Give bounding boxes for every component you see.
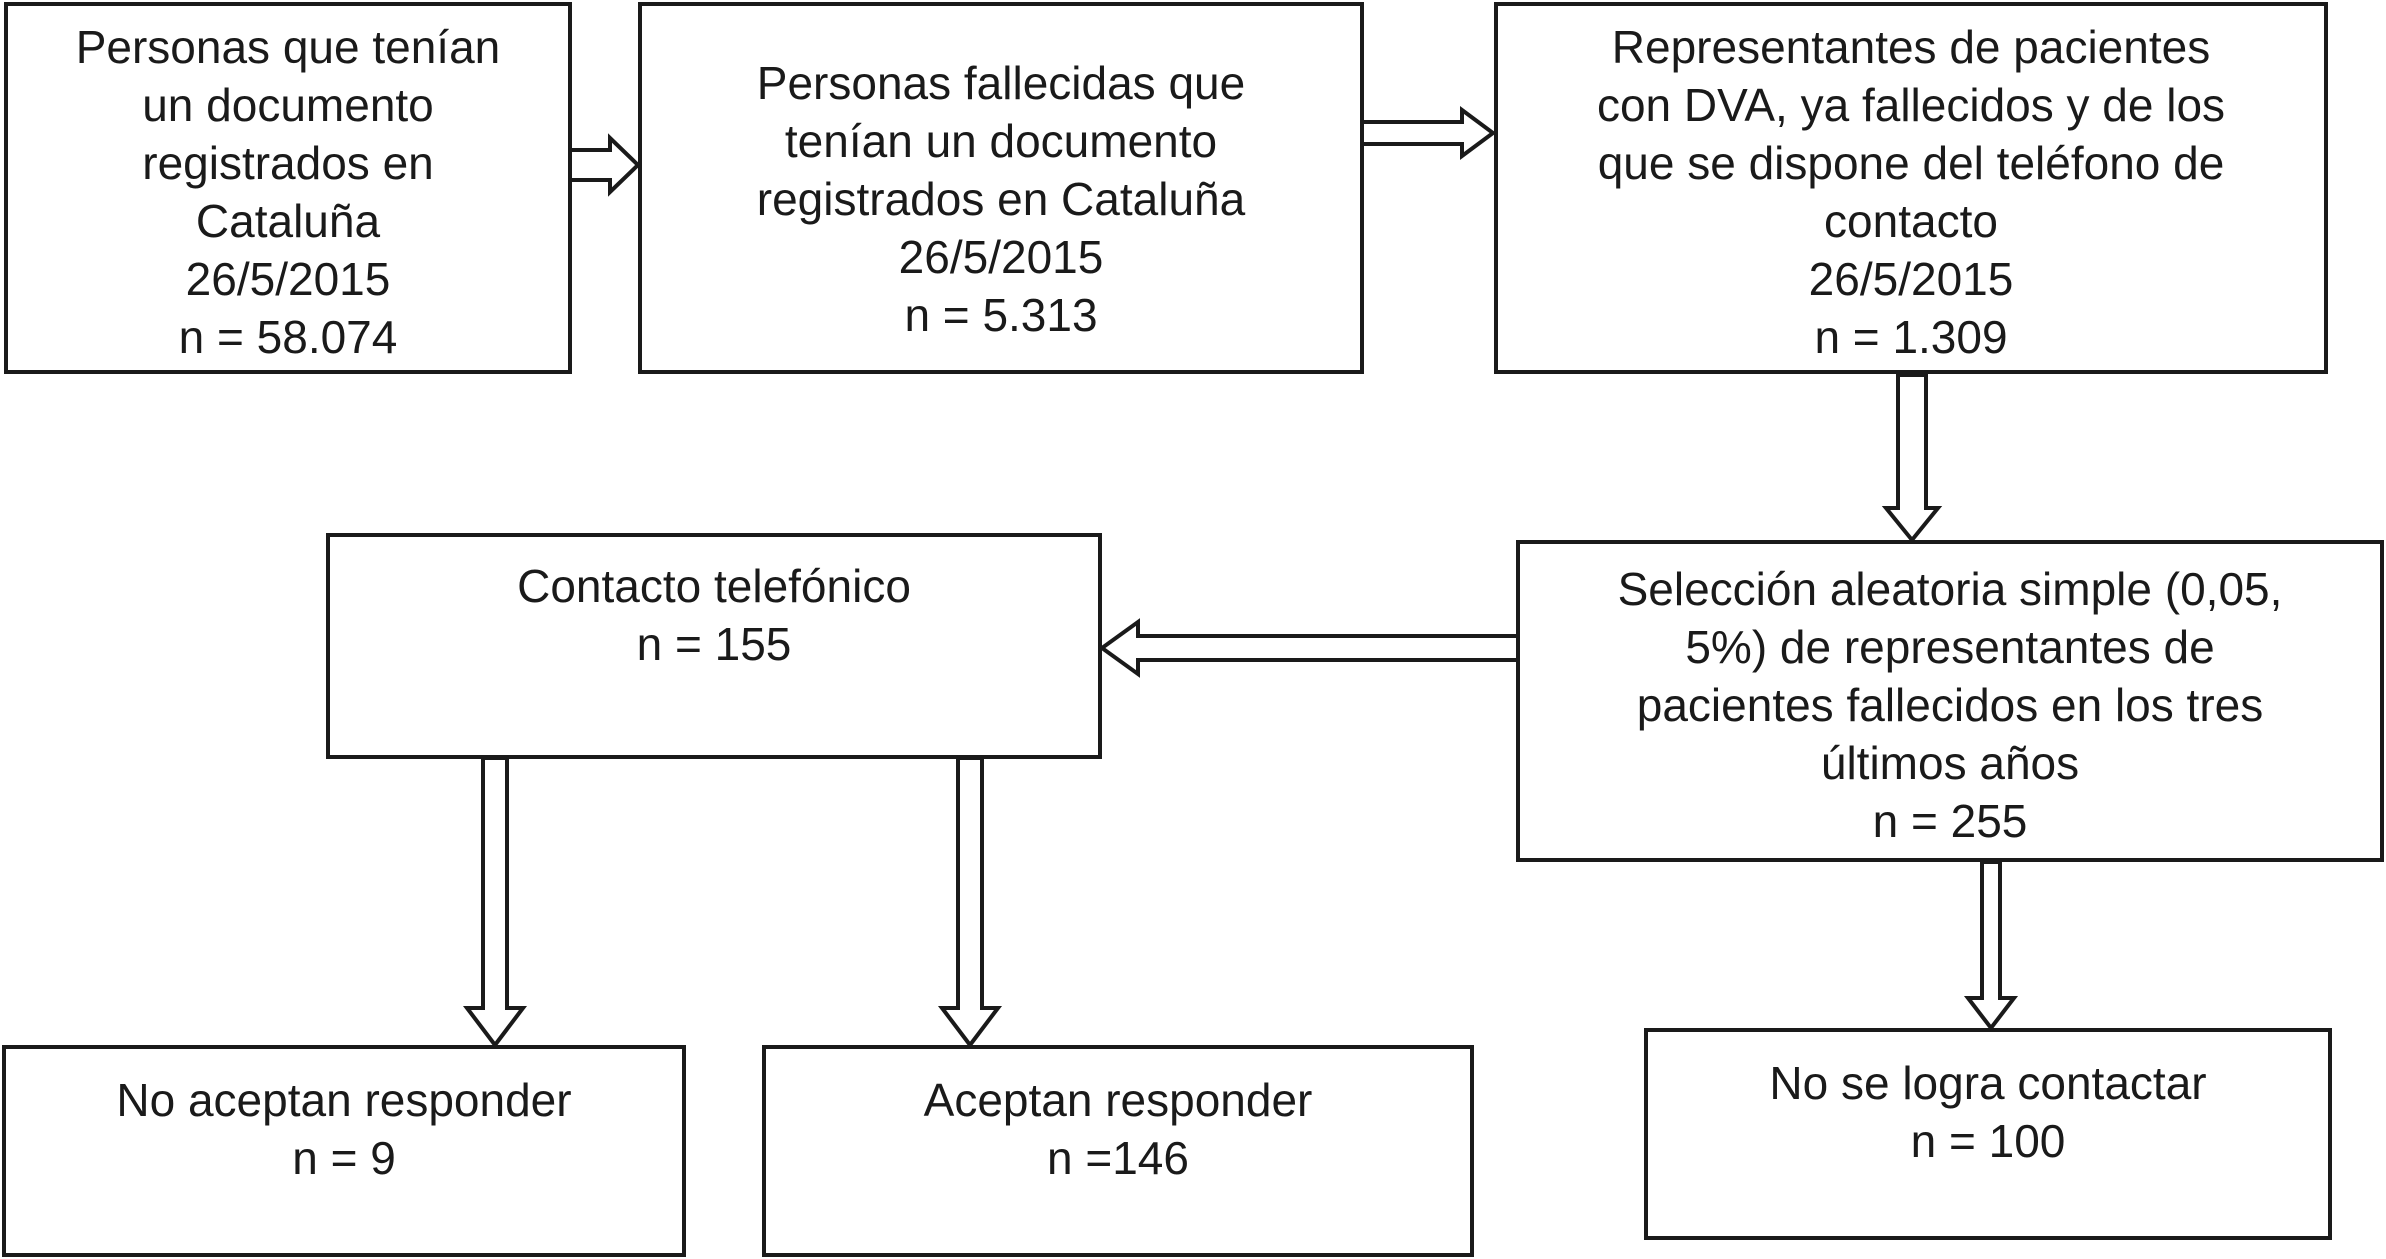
box-line: 26/5/2015 <box>185 253 391 305</box>
box-personas-fallecidas: Personas fallecidas que tenían un docume… <box>638 2 1364 374</box>
box-line: No se logra contactar <box>1769 1057 2207 1109</box>
box-count: n =146 <box>1047 1132 1189 1184</box>
box-no-contactar: No se logra contactar n = 100 <box>1644 1028 2332 1240</box>
box-line: registrados en Cataluña <box>756 173 1246 225</box>
arrow-seleccion-to-no-contactar <box>1963 860 2019 1032</box>
box-no-aceptan: No aceptan responder n = 9 <box>2 1045 686 1257</box>
box-line: Aceptan responder <box>923 1074 1313 1126</box>
box-count: n = 9 <box>292 1132 396 1184</box>
box-line: con DVA, ya fallecidos y de los <box>1596 79 2226 131</box>
arrow-seleccion-to-contacto <box>1098 618 1520 678</box>
box-line: No aceptan responder <box>116 1074 572 1126</box>
box-line: Contacto telefónico <box>517 560 911 612</box>
box-line: 26/5/2015 <box>898 231 1104 283</box>
box-line: tenían un documento <box>784 115 1218 167</box>
box-line: 5%) de representantes de <box>1685 621 2215 673</box>
box-personas-registradas: Personas que tenían un documento registr… <box>4 2 572 374</box>
arrow-contacto-to-no-aceptan <box>462 756 528 1049</box>
box-line: últimos años <box>1820 737 2080 789</box>
box-line: pacientes fallecidos en los tres <box>1636 679 2264 731</box>
arrow-representantes-to-seleccion <box>1881 373 1943 544</box>
box-representantes: Representantes de pacientes con DVA, ya … <box>1494 2 2328 374</box>
box-line: un documento <box>142 79 434 131</box>
box-line: 26/5/2015 <box>1808 253 2014 305</box>
box-count: n = 155 <box>636 618 792 670</box>
box-line: Personas fallecidas que <box>756 57 1246 109</box>
arrow-contacto-to-aceptan <box>937 756 1003 1049</box>
box-aceptan: Aceptan responder n =146 <box>762 1045 1474 1257</box>
box-count: n = 58.074 <box>178 311 398 363</box>
box-line: registrados en <box>142 137 434 189</box>
box-seleccion-aleatoria: Selección aleatoria simple (0,05, 5%) de… <box>1516 540 2384 862</box>
box-line: que se dispone del teléfono de <box>1597 137 2225 189</box>
box-line: Personas que tenían <box>75 21 501 73</box>
box-count: n = 5.313 <box>904 289 1098 341</box>
box-count: n = 100 <box>1910 1115 2066 1167</box>
box-line: Representantes de pacientes <box>1611 21 2211 73</box>
box-line: Cataluña <box>195 195 381 247</box>
box-contacto-telefonico: Contacto telefónico n = 155 <box>326 533 1102 759</box>
box-line: Selección aleatoria simple (0,05, <box>1617 563 2283 615</box>
arrow-registradas-to-fallecidas <box>568 133 641 197</box>
box-line: contacto <box>1824 195 1998 247</box>
box-count: n = 1.309 <box>1814 311 2008 363</box>
box-count: n = 255 <box>1872 795 2028 847</box>
arrow-fallecidas-to-representantes <box>1360 106 1497 160</box>
